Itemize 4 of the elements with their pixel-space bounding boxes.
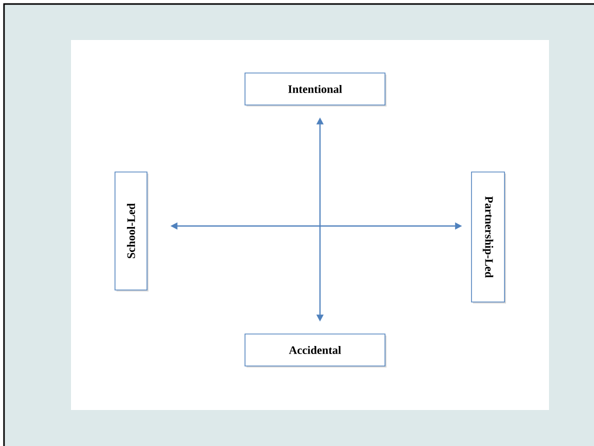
label-box: Accidental [244,334,386,368]
label-box: Partnership-Led [471,172,506,304]
label-box: Intentional [244,72,386,106]
label-box: School-Led [114,172,148,292]
